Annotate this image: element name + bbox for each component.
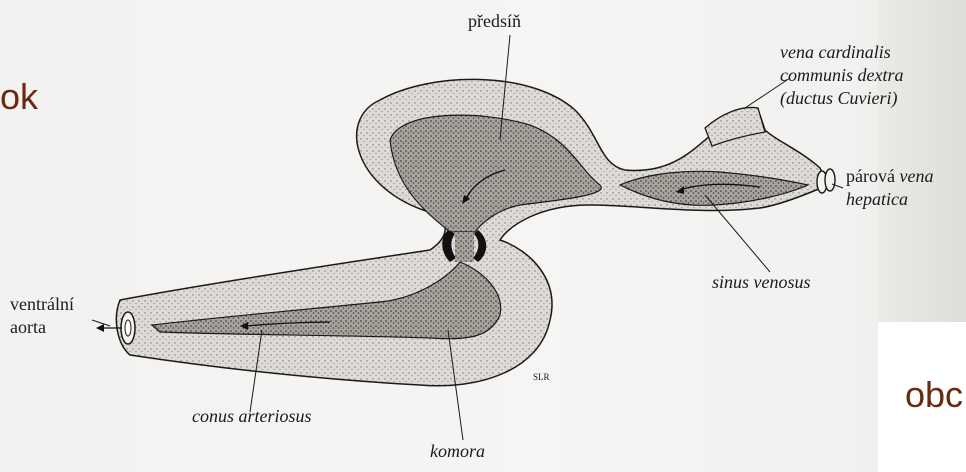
label-conus-arteriosus: conus arteriosus <box>192 406 312 427</box>
label-vena-cardinalis-line1: vena cardinalis <box>780 42 891 63</box>
label-predsin: předsíň <box>468 11 521 32</box>
label-sinus-venosus: sinus venosus <box>712 272 811 293</box>
label-parova-line2: hepatica <box>846 189 908 210</box>
label-parova-word: párová <box>846 166 895 186</box>
label-komora: komora <box>430 441 485 462</box>
label-ventralni-line2: aorta <box>10 317 46 338</box>
leader-ventralni <box>92 320 110 326</box>
hepatic-vein-opening-2 <box>825 169 835 191</box>
illustrator-signature: SLR <box>533 372 550 382</box>
label-parova-line1: párová vena <box>846 166 933 187</box>
label-vena-word: vena <box>899 166 933 186</box>
av-canal <box>455 232 474 262</box>
label-ventralni-line1: ventrální <box>10 294 74 315</box>
label-vena-cardinalis-line3: (ductus Cuvieri) <box>780 88 897 109</box>
label-vena-cardinalis-line2: communis dextra <box>780 65 903 86</box>
